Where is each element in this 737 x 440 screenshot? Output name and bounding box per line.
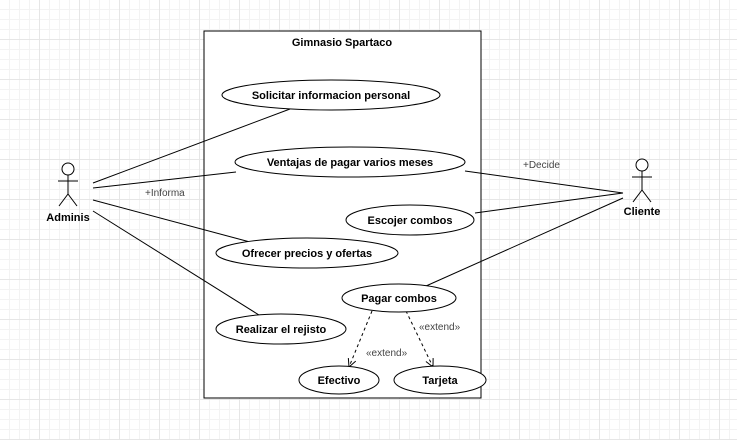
actor-head — [635, 158, 649, 172]
actor-head — [61, 162, 75, 176]
informa-label: +Informa — [145, 188, 185, 199]
use-case-label: Ventajas de pagar varios meses — [267, 157, 433, 169]
use-case-pagar[interactable]: Pagar combos — [341, 283, 457, 313]
extend-label-tarjeta: «extend» — [419, 322, 461, 333]
use-case-ellipse — [393, 365, 487, 395]
use-case-ellipse — [234, 146, 466, 178]
use-case-ellipse — [215, 237, 399, 269]
actor-admin-label: Adminis — [46, 212, 89, 224]
decide-label: +Decide — [523, 160, 560, 171]
use-case-label: Pagar combos — [361, 293, 437, 305]
actor-leg-left — [632, 189, 643, 203]
use-case-label: Realizar el rejisto — [236, 324, 327, 336]
actor-client[interactable] — [632, 158, 652, 203]
use-case-escojer[interactable]: Escojer combos — [345, 204, 475, 236]
assoc-admin-ventajas — [92, 171, 237, 189]
use-case-solicitar[interactable]: Solicitar informacion personal — [221, 79, 441, 111]
assoc-client-pagar — [425, 197, 624, 287]
extend-label-efectivo: «extend» — [366, 348, 408, 359]
actor-leg-right — [641, 189, 652, 203]
assoc-admin-solicitar — [92, 108, 291, 184]
use-case-realizar[interactable]: Realizar el rejisto — [215, 313, 347, 345]
actor-leg-left — [58, 193, 69, 207]
extend-tarjeta-arrow — [405, 310, 433, 367]
system-title: Gimnasio Spartaco — [292, 37, 393, 49]
use-case-ellipse — [298, 365, 380, 395]
use-case-ellipse — [345, 204, 475, 236]
use-case-label: Efectivo — [318, 375, 361, 387]
use-case-label: Tarjeta — [422, 375, 458, 387]
assoc-client-ventajas — [464, 170, 624, 194]
use-case-tarjeta[interactable]: Tarjeta — [393, 365, 487, 395]
assoc-client-escojer — [474, 192, 624, 214]
actor-leg-right — [67, 193, 78, 207]
extend-efectivo-arrow — [349, 310, 373, 367]
use-case-efectivo[interactable]: Efectivo — [298, 365, 380, 395]
use-case-ventajas[interactable]: Ventajas de pagar varios meses — [234, 146, 466, 178]
assoc-admin-realizar — [92, 210, 260, 316]
actor-client-label: Cliente — [624, 206, 661, 218]
assoc-admin-ofrecer — [92, 199, 251, 243]
use-case-label: Solicitar informacion personal — [252, 90, 410, 102]
use-case-ellipse — [341, 283, 457, 313]
use-case-label: Escojer combos — [368, 215, 453, 227]
actor-admin[interactable] — [58, 162, 78, 207]
use-case-ofrecer[interactable]: Ofrecer precios y ofertas — [215, 237, 399, 269]
use-case-label: Ofrecer precios y ofertas — [242, 248, 372, 260]
use-case-ellipse — [215, 313, 347, 345]
use-case-ellipse — [221, 79, 441, 111]
